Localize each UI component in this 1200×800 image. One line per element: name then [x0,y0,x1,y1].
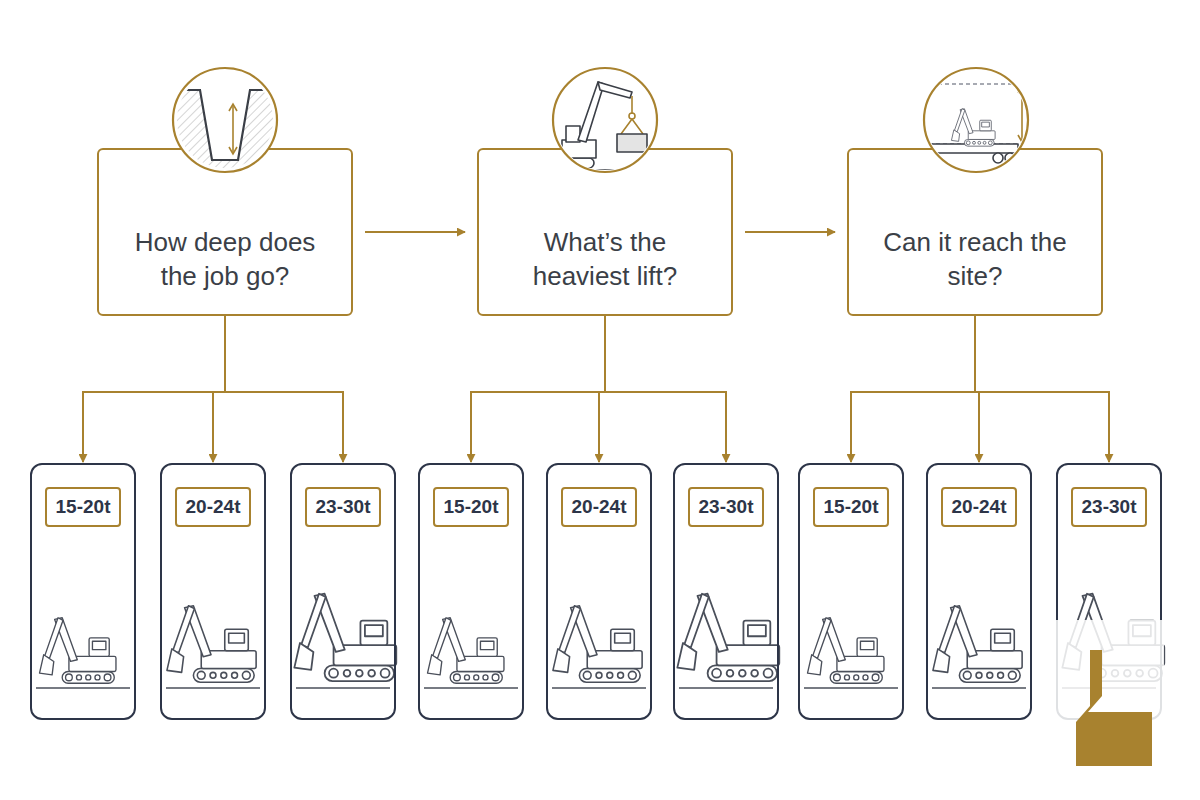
tonnage-badge: 15-20t [813,487,890,527]
question-box: Can it reach the site? [847,148,1103,316]
tonnage-badge: 23-30t [305,487,382,527]
flow-arrow [851,316,975,462]
size-card: 23-30t [290,463,396,720]
size-card: 20-24t [926,463,1032,720]
tonnage-badge: 20-24t [561,487,638,527]
lift-icon [553,68,657,172]
size-card: 20-24t [546,463,652,720]
flow-arrow [213,316,225,462]
tonnage-badge: 20-24t [175,487,252,527]
flow-arrow [605,316,726,462]
trench-icon [170,68,280,175]
flow-arrow [225,316,343,462]
tonnage-badge: 15-20t [433,487,510,527]
tonnage-badge: 23-30t [688,487,765,527]
tonnage-badge: 15-20t [45,487,122,527]
flow-arrow [745,231,835,233]
question-text: What’s the heaviest lift? [479,226,731,294]
size-card: 20-24t [160,463,266,720]
size-card: 15-20t [798,463,904,720]
flow-arrow [83,316,225,462]
tonnage-badge: 20-24t [941,487,1018,527]
tonnage-badge: 23-30t [1071,487,1148,527]
size-card: 15-20t [418,463,524,720]
question-box: What’s the heaviest lift? [477,148,733,316]
size-card: 23-30t [673,463,779,720]
question-box: How deep does the job go? [97,148,353,316]
brand-logo [1034,620,1164,770]
flow-arrow [471,316,605,462]
question-text: Can it reach the site? [849,226,1101,294]
flow-arrow [365,231,465,233]
size-card: 23-30t [1056,463,1162,720]
size-card: 15-20t [30,463,136,720]
flow-arrow [975,316,1109,462]
question-text: How deep does the job go? [99,226,351,294]
transport-icon [918,68,1028,172]
